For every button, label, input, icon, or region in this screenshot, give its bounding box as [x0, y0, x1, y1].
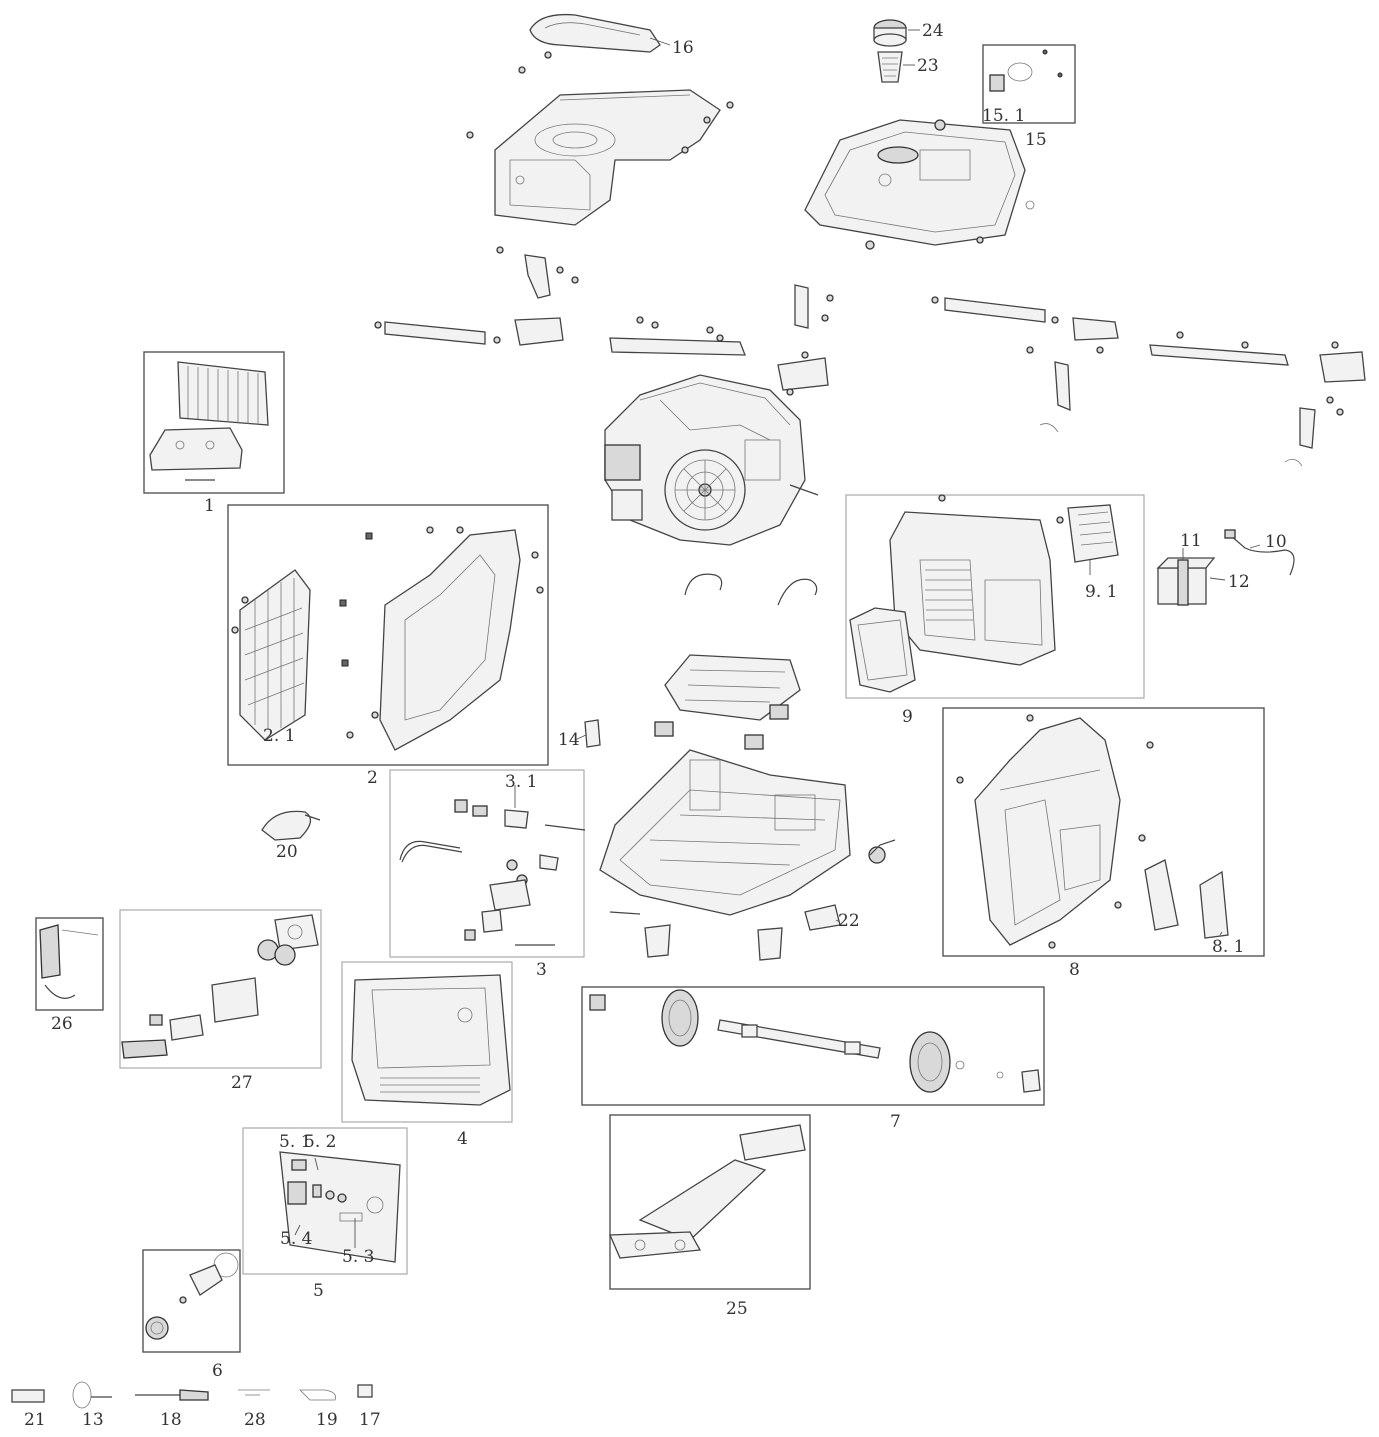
callout-15-1: 15. 1	[982, 106, 1025, 126]
part-1-muffler	[149, 361, 269, 481]
base-frame	[599, 749, 851, 916]
callout-6: 6	[212, 1361, 223, 1381]
part-19-tool	[299, 1389, 336, 1401]
callout-17: 17	[359, 1410, 381, 1430]
part-25-handle-assembly	[609, 1124, 806, 1259]
callout-8-1: 8. 1	[1212, 937, 1244, 957]
part-16-upper-shroud	[466, 89, 734, 226]
part-8-side-cover	[956, 714, 1154, 949]
callout-9-1: 9. 1	[1085, 582, 1117, 602]
callout-5-4: 5. 4	[280, 1229, 312, 1249]
callout-1: 1	[204, 496, 215, 516]
callout-16: 16	[672, 38, 694, 58]
callout-25: 25	[726, 1299, 748, 1319]
leader-lines	[294, 29, 1261, 1248]
part-2-box	[227, 504, 549, 766]
part-15-fuel-valve	[989, 49, 1063, 92]
callout-2-1: 2. 1	[263, 726, 295, 746]
callout-labels: 1 2 2. 1 3 3. 1 4 5 5. 1 5. 2 5. 3 5. 4 …	[24, 21, 1287, 1430]
part-26-box	[35, 917, 104, 1011]
callout-2: 2	[367, 768, 378, 788]
part-5-control-panel	[279, 1151, 401, 1263]
part-21-tool	[11, 1389, 45, 1403]
part-4-box	[341, 961, 513, 1123]
engine-assembly	[604, 374, 819, 546]
part-22-part	[804, 904, 841, 931]
callout-4: 4	[457, 1129, 468, 1149]
part-15-box	[982, 44, 1076, 124]
part-13-funnel	[72, 1381, 92, 1409]
callout-20: 20	[276, 842, 298, 862]
callout-5-1: 5. 1	[279, 1132, 311, 1152]
part-16-top-cover	[518, 13, 661, 74]
part-5-box	[242, 1127, 408, 1275]
callout-14: 14	[558, 730, 580, 750]
part-23-fuel-strainer	[877, 51, 903, 83]
part-20-part	[261, 810, 321, 841]
part-4-front-panel	[351, 974, 511, 1106]
callout-26: 26	[51, 1014, 73, 1034]
tools-row	[11, 1381, 373, 1409]
base-feet	[609, 839, 896, 961]
part-8-box	[942, 707, 1265, 957]
callout-13: 13	[82, 1410, 104, 1430]
center-mount-plate	[654, 573, 818, 750]
callout-18: 18	[160, 1410, 182, 1430]
part-3-box	[389, 769, 585, 958]
part-10-battery-cable	[1224, 529, 1295, 576]
part-6-box	[142, 1249, 241, 1353]
callout-3-1: 3. 1	[505, 772, 537, 792]
part-9-side-cover	[849, 494, 1064, 693]
callout-19: 19	[316, 1410, 338, 1430]
callout-11: 11	[1180, 531, 1202, 551]
callout-23: 23	[917, 56, 939, 76]
part-12-battery	[1156, 557, 1216, 606]
callout-9: 9	[902, 707, 913, 727]
part-14-bracket	[584, 719, 601, 748]
callout-27: 27	[231, 1073, 253, 1093]
part-24-fuel-cap	[873, 19, 907, 47]
part-6-outlet	[145, 1252, 239, 1340]
part-28-tool	[238, 1389, 270, 1396]
callout-5-2: 5. 2	[304, 1132, 336, 1152]
callout-3: 3	[536, 960, 547, 980]
part-27-carburetor	[121, 914, 319, 1059]
part-2-1-grille	[239, 569, 311, 741]
callout-7: 7	[890, 1112, 901, 1132]
callout-24: 24	[922, 21, 944, 41]
part-26-air-filter	[39, 924, 99, 999]
callout-8: 8	[1069, 960, 1080, 980]
part-17-tool	[357, 1384, 373, 1398]
part-7-box	[581, 986, 1045, 1106]
callout-15: 15	[1025, 130, 1047, 150]
frame-rails	[374, 246, 1366, 467]
callout-5-3: 5. 3	[342, 1247, 374, 1267]
callout-22: 22	[838, 911, 860, 931]
callout-5: 5	[313, 1281, 324, 1301]
part-2-side-panel	[231, 526, 544, 751]
callout-21: 21	[24, 1410, 46, 1430]
part-9-1-vent	[1067, 504, 1119, 563]
part-3-fuel-system	[399, 799, 586, 946]
part-27-box	[119, 909, 322, 1069]
part-7-wheel-axle	[589, 989, 1041, 1093]
fuel-tank	[804, 119, 1035, 250]
part-1-box	[143, 351, 285, 494]
callout-10: 10	[1265, 532, 1287, 552]
part-9-box	[845, 494, 1145, 699]
part-8-1-handle	[1144, 859, 1229, 939]
callout-12: 12	[1228, 572, 1250, 592]
callout-28: 28	[244, 1410, 266, 1430]
part-25-box	[609, 1114, 811, 1290]
